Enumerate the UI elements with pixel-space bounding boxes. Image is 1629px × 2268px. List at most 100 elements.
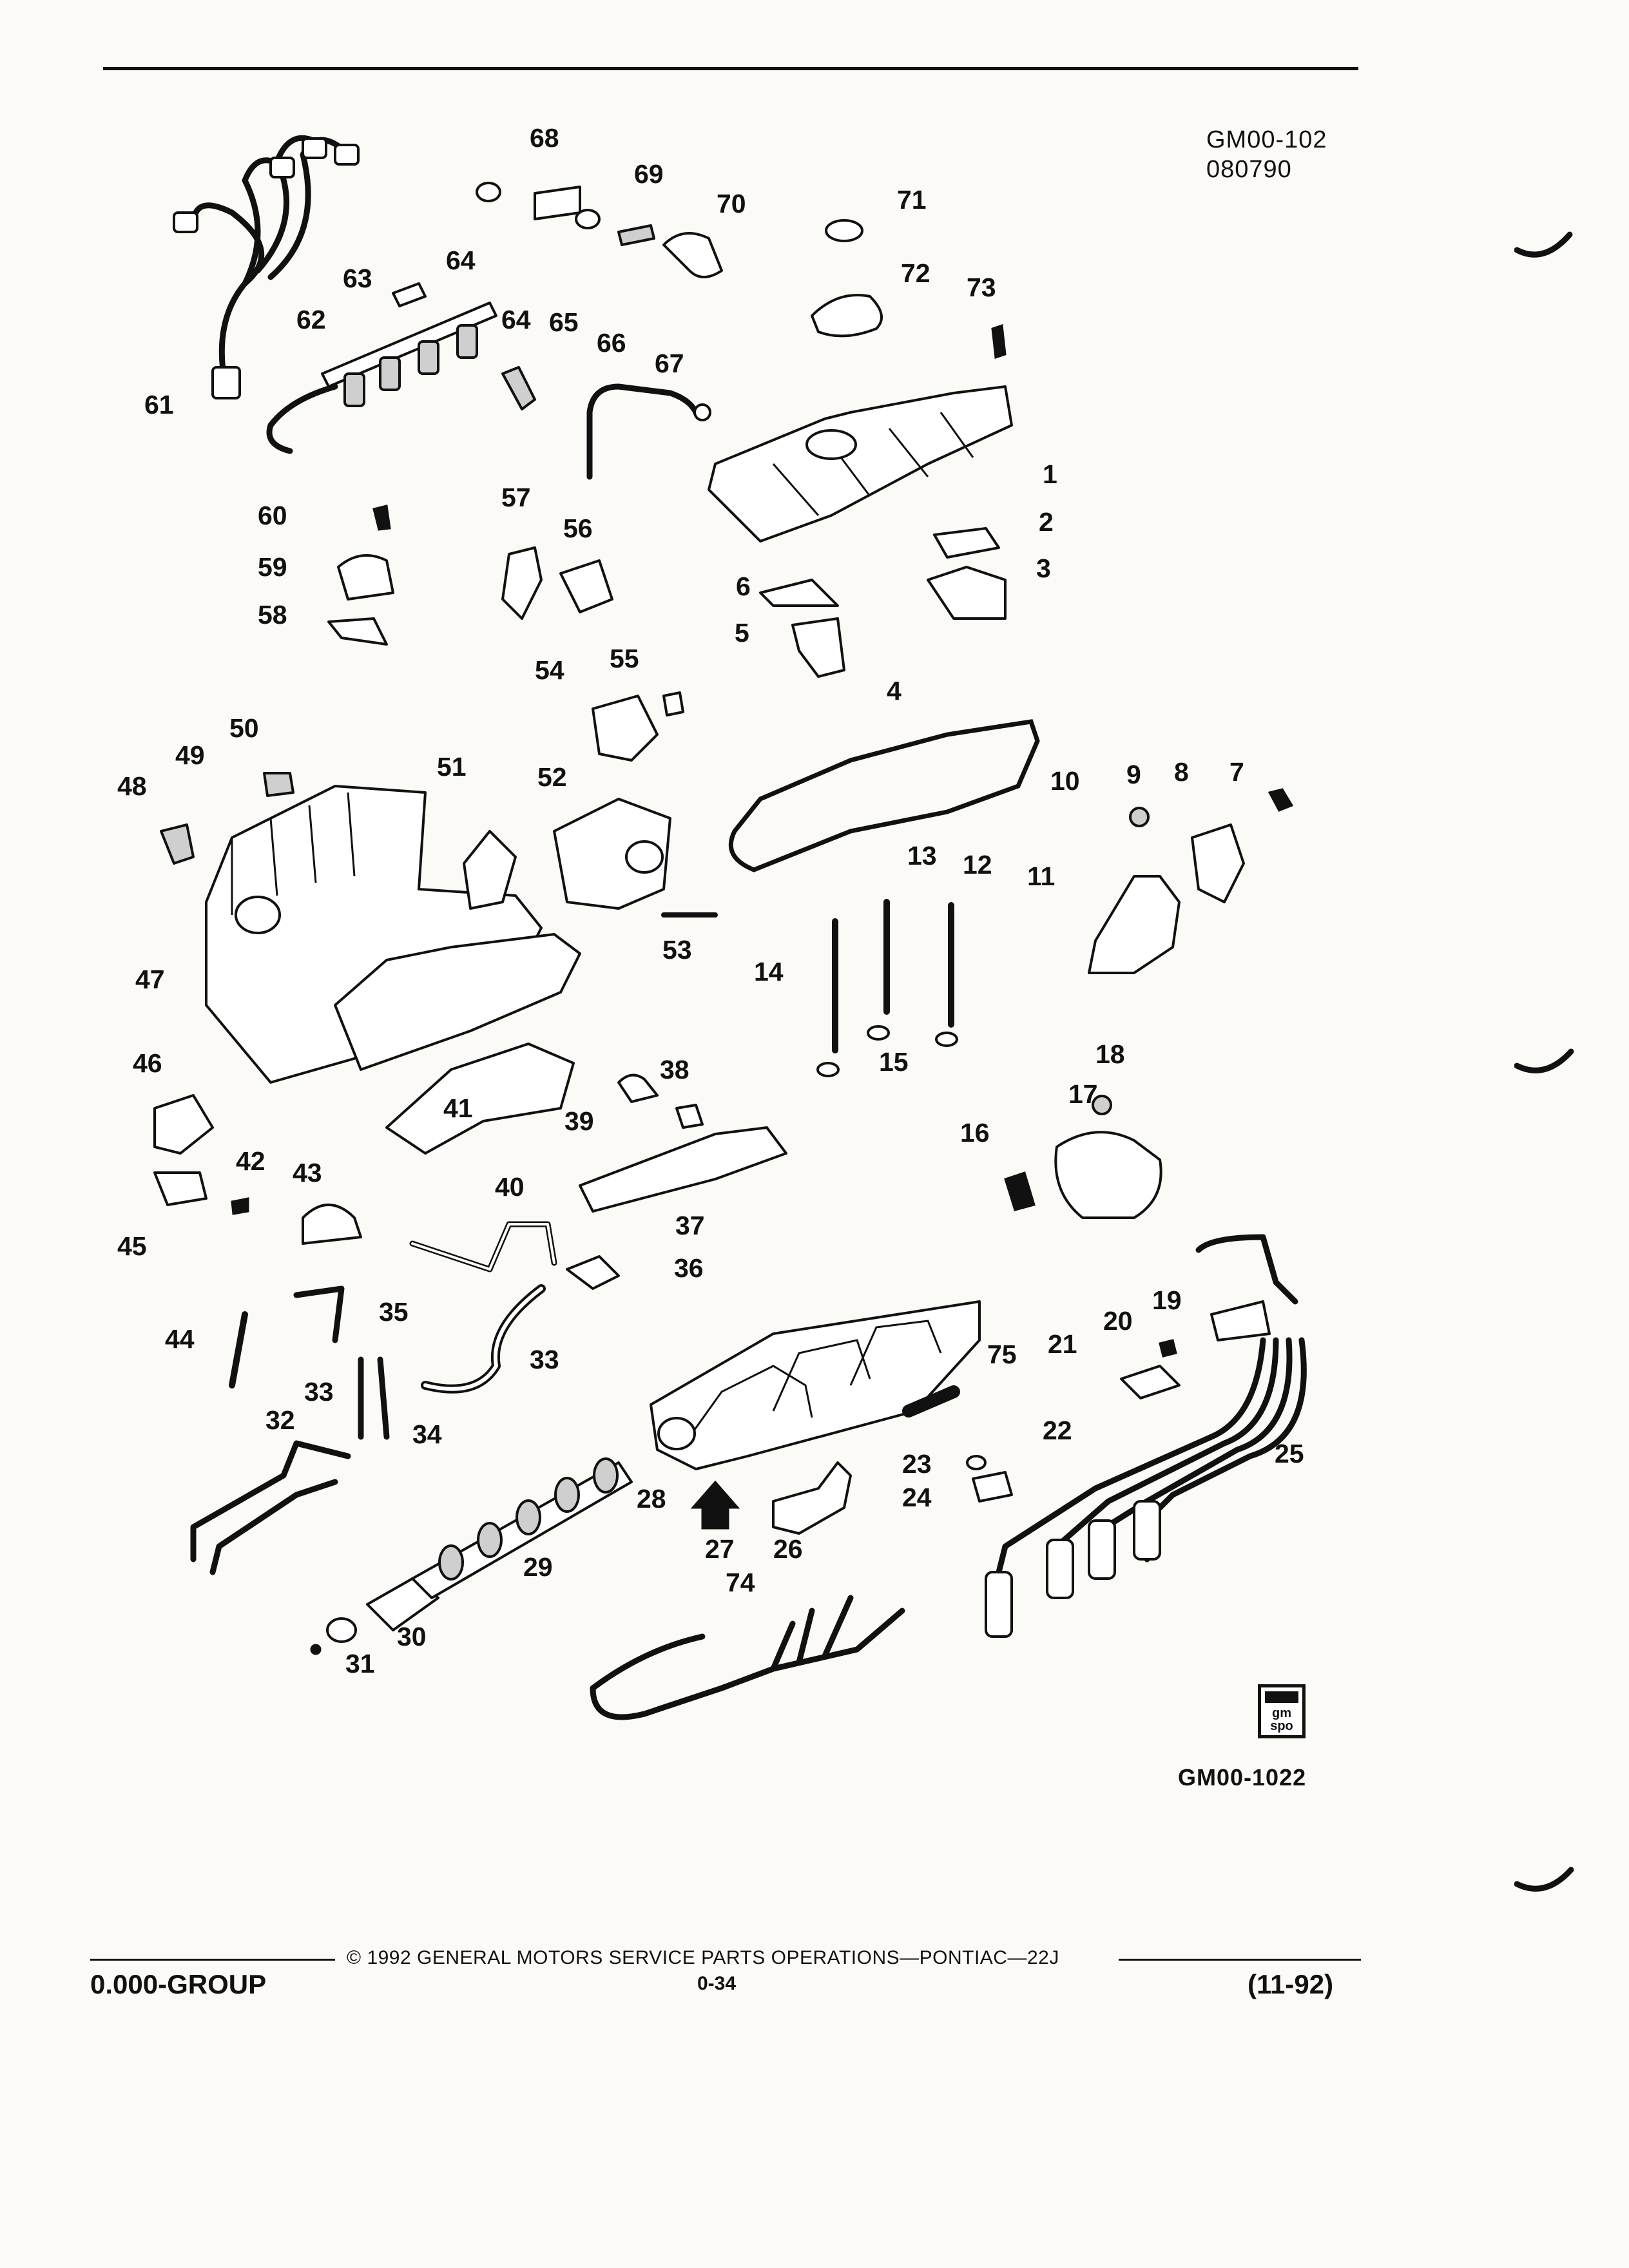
callout-7: 7 xyxy=(1229,757,1244,787)
callout-35: 35 xyxy=(379,1297,409,1327)
part-29-camshaft xyxy=(366,1457,633,1631)
callout-55: 55 xyxy=(610,644,639,673)
callout-68: 68 xyxy=(530,123,559,153)
callout-33: 33 xyxy=(304,1377,334,1407)
callout-66: 66 xyxy=(597,328,626,358)
callout-33: 33 xyxy=(530,1345,559,1374)
callout-18: 18 xyxy=(1095,1039,1125,1069)
callout-27: 27 xyxy=(705,1534,735,1564)
part-3-cover xyxy=(927,566,1007,620)
callout-57: 57 xyxy=(501,483,531,512)
part-28-cylinder-head xyxy=(650,1300,981,1470)
callout-5: 5 xyxy=(735,618,749,648)
callout-38: 38 xyxy=(660,1055,689,1084)
part-6-plate xyxy=(759,579,839,607)
callout-13: 13 xyxy=(907,841,937,870)
callout-12: 12 xyxy=(963,850,992,879)
callout-37: 37 xyxy=(675,1211,705,1240)
callout-49: 49 xyxy=(175,740,205,770)
callout-31: 31 xyxy=(345,1649,375,1678)
callout-36: 36 xyxy=(674,1253,704,1283)
callout-39: 39 xyxy=(564,1106,594,1136)
callout-70: 70 xyxy=(717,189,746,218)
callout-63: 63 xyxy=(343,264,372,293)
reference-date: 080790 xyxy=(1206,156,1292,183)
callout-59: 59 xyxy=(258,552,287,582)
part-5-cover xyxy=(791,617,845,678)
callout-34: 34 xyxy=(412,1419,442,1449)
callout-64: 64 xyxy=(501,305,531,334)
callout-60: 60 xyxy=(258,501,287,530)
callout-52: 52 xyxy=(537,762,567,792)
part-63-clip xyxy=(392,282,427,307)
callout-17: 17 xyxy=(1068,1079,1098,1109)
figure-id: GM00-1022 xyxy=(1178,1764,1307,1791)
callout-28: 28 xyxy=(637,1484,666,1514)
callout-53: 53 xyxy=(662,935,692,965)
callout-67: 67 xyxy=(655,349,684,378)
callout-23: 23 xyxy=(902,1449,932,1479)
part-1-cam-cover xyxy=(708,385,1013,543)
callout-20: 20 xyxy=(1103,1306,1133,1336)
callout-42: 42 xyxy=(236,1146,265,1176)
callout-73: 73 xyxy=(967,273,996,302)
part-2-bracket xyxy=(933,527,1000,559)
part-59-valve xyxy=(337,554,394,601)
callout-41: 41 xyxy=(443,1093,473,1123)
callout-32: 32 xyxy=(265,1405,295,1435)
callout-9: 9 xyxy=(1126,760,1141,789)
callout-62: 62 xyxy=(296,305,326,334)
part-17-distributor xyxy=(1054,1131,1162,1219)
part-65-injector xyxy=(501,366,536,410)
callout-15: 15 xyxy=(879,1047,909,1077)
callout-74: 74 xyxy=(726,1568,755,1597)
part-52-throttle-body xyxy=(553,798,671,910)
part-43-mount xyxy=(302,1204,362,1245)
callout-65: 65 xyxy=(549,307,579,337)
callout-54: 54 xyxy=(535,655,564,685)
callout-48: 48 xyxy=(117,771,147,801)
callout-75: 75 xyxy=(987,1340,1017,1369)
callout-50: 50 xyxy=(229,713,259,743)
binder-mark-3 xyxy=(1514,1867,1574,1892)
part-61-harness xyxy=(173,135,360,399)
callout-4: 4 xyxy=(887,676,901,706)
callout-1: 1 xyxy=(1043,459,1057,489)
callout-44: 44 xyxy=(165,1324,195,1354)
callout-24: 24 xyxy=(902,1483,932,1512)
callout-3: 3 xyxy=(1036,553,1051,583)
gm-spo-logo: gm spo xyxy=(1258,1684,1306,1738)
callout-64: 64 xyxy=(446,245,476,275)
part-51-gasket xyxy=(463,830,517,910)
part-57-bracket xyxy=(501,546,543,620)
part-41-gasket xyxy=(334,933,581,1071)
callout-72: 72 xyxy=(901,258,930,288)
callout-71: 71 xyxy=(897,185,927,215)
callout-56: 56 xyxy=(563,514,593,543)
callout-22: 22 xyxy=(1043,1416,1072,1445)
reference-code: GM00-102 xyxy=(1206,126,1327,153)
callout-51: 51 xyxy=(437,752,467,782)
binder-mark-2 xyxy=(1514,1048,1574,1073)
callout-58: 58 xyxy=(258,600,287,629)
callout-6: 6 xyxy=(736,572,751,601)
callout-16: 16 xyxy=(960,1118,990,1148)
callout-47: 47 xyxy=(135,965,165,994)
callout-2: 2 xyxy=(1039,507,1054,537)
part-27-arrow xyxy=(690,1480,740,1530)
callout-10: 10 xyxy=(1050,766,1080,796)
header-rule xyxy=(103,67,1358,70)
footer-rule-left xyxy=(90,1959,335,1961)
callout-61: 61 xyxy=(144,390,174,419)
callout-30: 30 xyxy=(397,1622,427,1651)
callout-11: 11 xyxy=(1027,861,1055,891)
part-37-bracket xyxy=(579,1126,787,1213)
footer-page-number: 0-34 xyxy=(697,1973,737,1994)
part-54-bracket xyxy=(592,695,659,762)
callout-29: 29 xyxy=(523,1552,553,1582)
footer-group: 0.000-GROUP xyxy=(90,1969,267,1999)
callout-21: 21 xyxy=(1048,1329,1077,1359)
callout-46: 46 xyxy=(133,1048,162,1078)
